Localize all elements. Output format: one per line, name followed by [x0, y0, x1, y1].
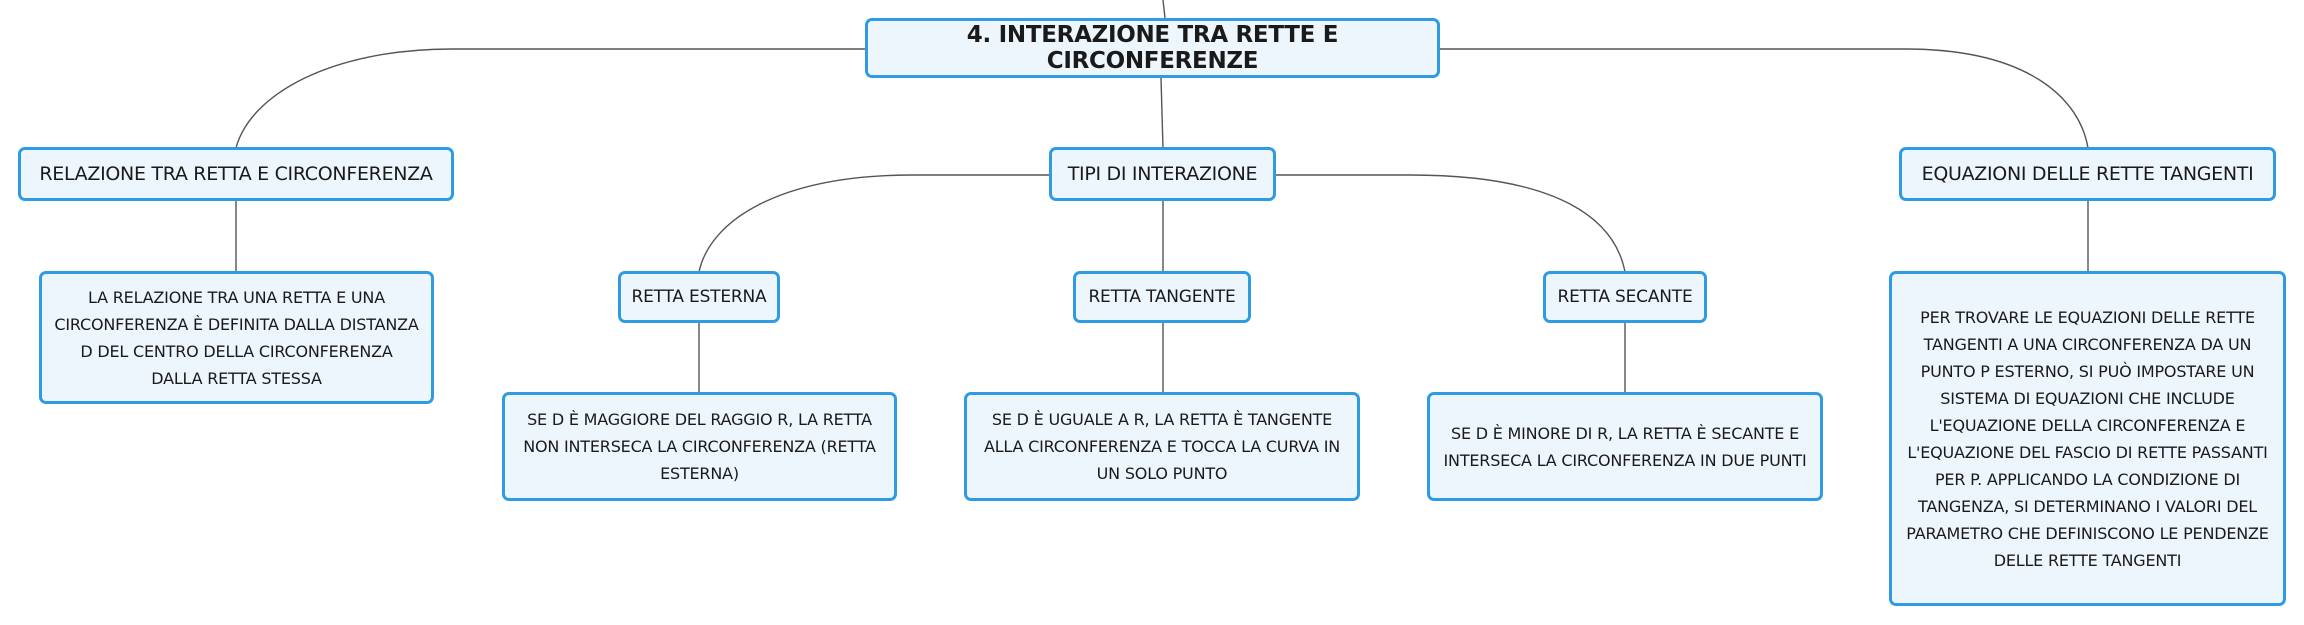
desc-equazioni[interactable]: PER TROVARE LE EQUAZIONI DELLE RETTE TAN… — [1889, 271, 2286, 606]
desc-retta-secante[interactable]: SE D È MINORE DI R, LA RETTA È SECANTE E… — [1427, 392, 1823, 501]
subtopic-retta-secante-label: RETTA SECANTE — [1557, 287, 1693, 307]
subtopic-retta-esterna-label: RETTA ESTERNA — [631, 287, 767, 307]
desc-retta-tangente[interactable]: SE D È UGUALE A R, LA RETTA È TANGENTE A… — [964, 392, 1360, 501]
desc-retta-secante-text: SE D È MINORE DI R, LA RETTA È SECANTE E… — [1443, 423, 1807, 470]
desc-relazione-text: LA RELAZIONE TRA UNA RETTA E UNA CIRCONF… — [54, 287, 419, 388]
connector-root-incoming — [1162, 0, 1166, 19]
topic-tipi[interactable]: TIPI DI INTERAZIONE — [1049, 147, 1276, 201]
root-topic-label: 4. INTERAZIONE TRA RETTE E CIRCONFERENZE — [966, 22, 1339, 74]
connector-tipi-esterna — [698, 174, 1050, 273]
root-topic[interactable]: 4. INTERAZIONE TRA RETTE E CIRCONFERENZE — [865, 18, 1440, 78]
subtopic-retta-tangente[interactable]: RETTA TANGENTE — [1073, 271, 1251, 323]
topic-equazioni[interactable]: EQUAZIONI DELLE RETTE TANGENTI — [1899, 147, 2276, 201]
connector-root-tipi — [1160, 77, 1164, 149]
desc-retta-tangente-text: SE D È UGUALE A R, LA RETTA È TANGENTE A… — [983, 410, 1341, 483]
desc-retta-esterna[interactable]: SE D È MAGGIORE DEL RAGGIO R, LA RETTA N… — [502, 392, 897, 501]
subtopic-retta-tangente-label: RETTA TANGENTE — [1088, 287, 1236, 307]
topic-relazione-label: RELAZIONE TRA RETTA E CIRCONFERENZA — [39, 163, 433, 185]
desc-equazioni-text: PER TROVARE LE EQUAZIONI DELLE RETTE TAN… — [1906, 307, 2269, 570]
subtopic-retta-secante[interactable]: RETTA SECANTE — [1543, 271, 1707, 323]
desc-relazione[interactable]: LA RELAZIONE TRA UNA RETTA E UNA CIRCONF… — [39, 271, 434, 404]
subtopic-retta-esterna[interactable]: RETTA ESTERNA — [618, 271, 780, 323]
topic-relazione[interactable]: RELAZIONE TRA RETTA E CIRCONFERENZA — [18, 147, 454, 201]
desc-retta-esterna-text: SE D È MAGGIORE DEL RAGGIO R, LA RETTA N… — [523, 410, 876, 483]
topic-tipi-label: TIPI DI INTERAZIONE — [1067, 163, 1258, 185]
connector-tipi-secante — [1275, 174, 1626, 273]
connector-root-equazioni — [1440, 48, 2089, 149]
connector-root-relazione — [235, 48, 867, 149]
topic-equazioni-label: EQUAZIONI DELLE RETTE TANGENTI — [1921, 163, 2254, 185]
